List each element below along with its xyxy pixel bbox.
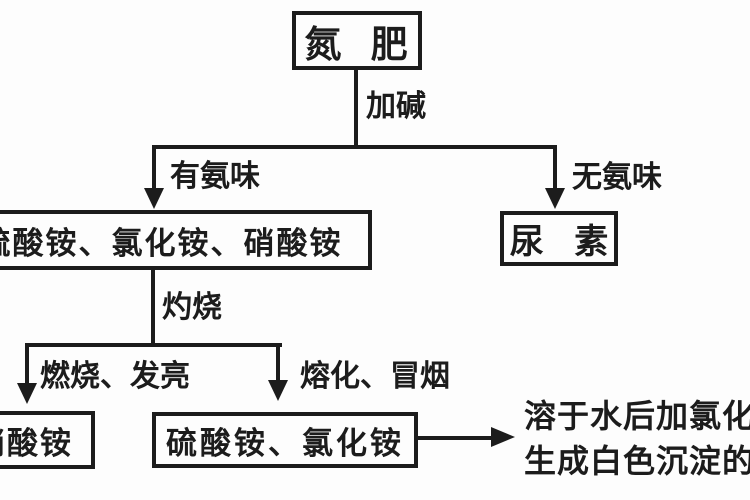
connector-burn-bright (25, 343, 29, 385)
edge-label-add-alkali: 加碱 (366, 90, 426, 123)
node-ammonium-salts: 硫酸铵、氯化铵、硝酸铵 (0, 210, 372, 270)
arrow-down-burn-bright-icon (17, 383, 37, 404)
result-note: 溶于水后加氯化 生成白色沉淀的 (524, 394, 750, 484)
arrow-right-result-icon (491, 427, 515, 447)
node-nitrogen-fertilizer: 氮 肥 (292, 11, 422, 70)
node-ammonium-nitrate-label: 硝酸铵 (0, 425, 73, 461)
connector-result (418, 436, 493, 440)
node-urea: 尿 素 (500, 211, 618, 266)
connector-melt-smoke (276, 343, 280, 382)
arrow-down-left-icon (144, 188, 164, 209)
result-note-line1: 溶于水后加氯化 (524, 398, 750, 434)
edge-label-no-ammonia-smell: 无氨味 (572, 161, 662, 194)
node-sulfate-chloride: 硫酸铵、氯化铵 (152, 412, 418, 468)
connector-ignite (151, 270, 155, 345)
node-urea-label: 尿 素 (509, 224, 609, 261)
node-nitrogen-fertilizer-label: 氮 肥 (304, 24, 410, 66)
node-sulfate-chloride-label: 硫酸铵、氯化铵 (166, 425, 404, 461)
result-note-line2: 生成白色沉淀的 (524, 443, 750, 479)
connector-left-branch (152, 145, 156, 190)
arrow-down-melt-smoke-icon (268, 380, 288, 401)
edge-label-burn-bright: 燃烧、发亮 (40, 360, 190, 393)
connector-ignite-horizontal (25, 343, 282, 347)
edge-label-has-ammonia-smell: 有氨味 (170, 160, 260, 193)
edge-label-melt-smoke: 熔化、冒烟 (300, 360, 450, 393)
connector-root-down (354, 70, 358, 147)
node-ammonium-salts-label: 硫酸铵、氯化铵、硝酸铵 (0, 225, 343, 261)
connector-branch-horizontal (152, 145, 557, 149)
edge-label-ignite: 灼烧 (162, 291, 222, 324)
arrow-down-right-icon (545, 188, 565, 209)
node-ammonium-nitrate: 硝酸铵 (0, 411, 95, 469)
connector-right-branch (553, 145, 557, 190)
